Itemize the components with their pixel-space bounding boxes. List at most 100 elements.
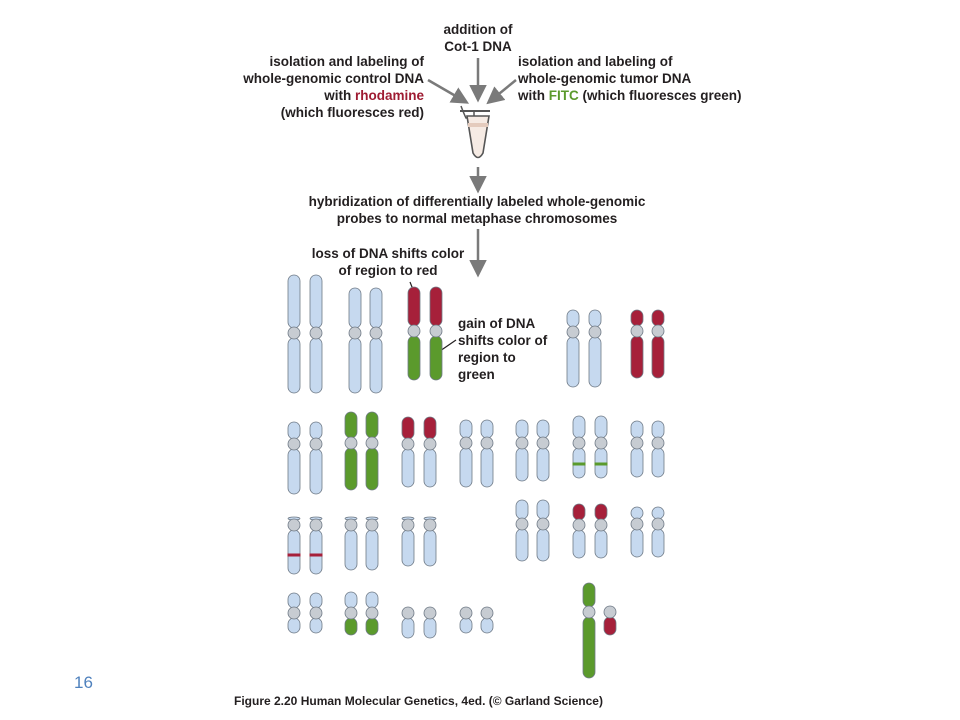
tumor-dna-label: isolation and labeling of whole-genomic … [518, 54, 742, 103]
rhodamine-label: rhodamine [354, 88, 424, 103]
chromosome-q-arm [480, 447, 494, 488]
chromosome-q-arm [401, 448, 415, 488]
centromere [566, 325, 580, 339]
chromosome-p-arm [344, 591, 358, 609]
chromosome-p-arm [566, 309, 580, 328]
centromere [423, 518, 437, 532]
chromosome [309, 516, 323, 575]
chromosome-p-arm [582, 582, 596, 608]
chromosome [603, 605, 617, 636]
chromosome-q-arm [651, 447, 665, 478]
chromosome-p-arm [369, 287, 383, 329]
chromosome [536, 499, 550, 562]
chromosome-p-arm [651, 309, 665, 327]
chromosome-q-arm [459, 447, 473, 488]
chromosome-q-arm [515, 447, 529, 482]
chromosome [401, 606, 415, 639]
chromosome-p-arm [309, 421, 323, 440]
chromosome [515, 419, 529, 482]
chromosome-q-arm [651, 335, 665, 379]
chromosome-p-arm [536, 419, 550, 439]
chromosome-q-arm [630, 528, 644, 558]
centromere [365, 518, 379, 532]
chromosome-p-arm [401, 416, 415, 440]
chromosome [582, 582, 596, 679]
centromere [423, 437, 437, 451]
chromosome [309, 274, 323, 394]
chromosome-q-arm [287, 337, 301, 394]
chromosome [407, 286, 421, 381]
centromere [287, 606, 301, 620]
gain-label: gain of DNA shifts color of region to gr… [458, 316, 548, 382]
chromosome-p-arm [287, 592, 301, 609]
centromere [309, 326, 323, 340]
chromosome [287, 274, 301, 394]
chromosome [594, 415, 608, 479]
chromosome [480, 419, 494, 488]
chromosome-q-arm [309, 448, 323, 495]
chromosome-q-arm [423, 617, 437, 639]
chromosome-q-arm [365, 447, 379, 491]
loss-label: loss of DNA shifts color of region to re… [311, 246, 465, 278]
chromosome [651, 506, 665, 558]
gain-leader-line [439, 339, 457, 352]
chromosome [459, 419, 473, 488]
chromosome-q-arm [401, 529, 415, 567]
centromere [459, 436, 473, 450]
centromere [401, 437, 415, 451]
centromere [572, 518, 586, 532]
chromosome-p-arm [429, 286, 443, 327]
chromosome-q-arm [594, 529, 608, 559]
chromosome-q-arm [582, 616, 596, 679]
chromosome [365, 591, 379, 636]
centromere [582, 605, 596, 619]
chromosome [423, 606, 437, 639]
chromosome-q-arm [365, 529, 379, 571]
centromere [429, 324, 443, 338]
centromere [344, 436, 358, 450]
chromosome-q-arm [480, 617, 494, 634]
chromosome-q-arm [287, 617, 301, 634]
chromosome [651, 309, 665, 379]
chromosome-q-arm [603, 616, 617, 636]
centromere [344, 606, 358, 620]
centromere [459, 606, 473, 620]
centromere [407, 324, 421, 338]
centromere [572, 436, 586, 450]
chromosome-p-arm [572, 415, 586, 439]
chromosome [309, 421, 323, 495]
chromosome-q-arm [369, 337, 383, 394]
chromosome [365, 411, 379, 491]
centromere [480, 436, 494, 450]
chromosome-band [572, 462, 586, 466]
centromere [309, 437, 323, 451]
chromosome-p-arm [536, 499, 550, 520]
centromere [630, 517, 644, 531]
chromosome [401, 516, 415, 567]
chromosome [423, 416, 437, 488]
arrow-tumor [486, 79, 517, 105]
chromosome [630, 506, 644, 558]
centromere [594, 518, 608, 532]
chromosome [572, 415, 586, 479]
centromere [651, 436, 665, 450]
centromere [594, 436, 608, 450]
chromosome-q-arm [309, 617, 323, 634]
chromosome-q-arm [401, 617, 415, 639]
chromosome [287, 421, 301, 495]
chromosome-p-arm [651, 420, 665, 439]
chromosome-band [594, 462, 608, 466]
chromosome-q-arm [630, 335, 644, 379]
chromosome-p-arm [588, 309, 602, 328]
centromere [423, 606, 437, 620]
centromere [309, 518, 323, 532]
chromosome-p-arm [594, 503, 608, 521]
control-dna-label: isolation and labeling of whole-genomic … [243, 54, 424, 120]
chromosome-q-arm [348, 337, 362, 394]
centromere [536, 436, 550, 450]
centromere [480, 606, 494, 620]
chromosome-q-arm [407, 335, 421, 381]
cot1-label: addition of Cot-1 DNA [443, 22, 513, 54]
chromosome-q-arm [365, 617, 379, 636]
